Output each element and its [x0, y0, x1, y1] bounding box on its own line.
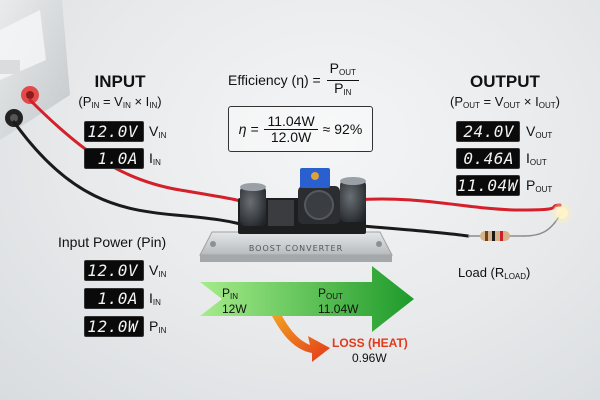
- input-power-voltage-display: 12.0V: [84, 260, 144, 281]
- input-power-power-label: PIN: [149, 318, 167, 335]
- input-power-voltage-label: VIN: [149, 262, 167, 279]
- boost-converter-board: BOOST CONVERTER: [199, 168, 393, 262]
- output-current-label: IOUT: [526, 150, 547, 167]
- pout-arrow-label: POUT 11.04W: [318, 286, 359, 316]
- loss-value: 0.96W: [352, 351, 387, 365]
- input-voltage-display: 12.0V: [84, 121, 144, 142]
- output-power-display: 11.04W: [456, 175, 520, 196]
- efficiency-fraction: POUT PIN: [326, 60, 359, 100]
- output-voltage-label: VOUT: [526, 123, 553, 140]
- output-current-display: 0.46A: [456, 148, 520, 169]
- input-power-current-label: IIN: [149, 290, 161, 307]
- input-formula: (PIN = VIN × IIN): [78, 94, 162, 110]
- loss-label: LOSS (HEAT): [332, 336, 408, 350]
- output-title: OUTPUT: [470, 72, 540, 91]
- input-power-power-display: 12.0W: [84, 316, 144, 337]
- input-current-display: 1.0A: [84, 148, 144, 169]
- input-title: INPUT: [94, 72, 146, 91]
- load-label: Load (RLOAD): [458, 265, 531, 281]
- output-voltage-display: 24.0V: [456, 121, 520, 142]
- input-power-title: Input Power (Pin): [58, 234, 167, 250]
- output-formula: (POUT = VOUT × IOUT): [450, 94, 560, 110]
- power-supply: [0, 0, 70, 140]
- output-power-label: POUT: [526, 177, 553, 194]
- efficiency-calc-fraction: 11.04W 12.0W: [264, 113, 318, 145]
- input-current-label: IIN: [149, 150, 161, 167]
- efficiency-title: Efficiency (η) = POUT PIN: [228, 60, 388, 100]
- load-resistor: [468, 203, 572, 241]
- loss-arrow: [272, 316, 330, 362]
- power-flow-arrow: [200, 266, 414, 332]
- board-label: BOOST CONVERTER: [249, 244, 343, 253]
- efficiency-calculation-box: η = 11.04W 12.0W ≈ 92%: [228, 106, 373, 152]
- input-power-current-display: 1.0A: [84, 288, 144, 309]
- input-voltage-label: VIN: [149, 123, 167, 140]
- pin-arrow-label: PIN 12W: [222, 286, 247, 316]
